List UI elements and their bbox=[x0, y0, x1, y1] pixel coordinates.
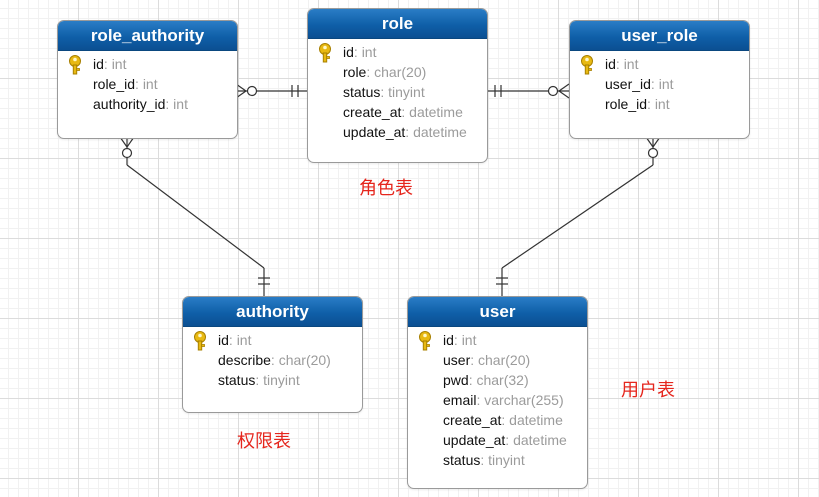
field-name: create_at bbox=[443, 412, 502, 428]
field-type: int bbox=[623, 56, 639, 72]
field-row: id: int bbox=[343, 44, 377, 60]
entity-user[interactable]: user id: int user: char(20) pwd: char(32… bbox=[407, 296, 588, 489]
primary-key-icon bbox=[194, 331, 206, 351]
field-type: datetime bbox=[409, 104, 463, 120]
authority-table-note: 权限表 bbox=[237, 431, 291, 452]
role-table-note: 角色表 bbox=[359, 178, 413, 199]
field-name: describe bbox=[218, 352, 271, 368]
field-row: id: int bbox=[605, 56, 639, 72]
field-type: tinyint bbox=[263, 372, 300, 388]
field-name: authority_id bbox=[93, 96, 166, 112]
field-name: role_id bbox=[605, 96, 648, 112]
field-type: char(20) bbox=[278, 352, 331, 368]
field-name: status bbox=[218, 372, 256, 388]
field-name: id bbox=[605, 56, 616, 72]
primary-key-icon bbox=[69, 55, 81, 75]
field-name: email bbox=[443, 392, 477, 408]
field-row: update_at: datetime bbox=[443, 432, 567, 448]
entity-role[interactable]: role id: int role: char(20) status: tiny… bbox=[307, 8, 488, 163]
field-row: id: int bbox=[93, 56, 127, 72]
primary-key-icon bbox=[319, 43, 331, 63]
field-row: pwd: char(32) bbox=[443, 372, 529, 388]
field-row: user_id: int bbox=[605, 76, 674, 92]
field-name: id bbox=[343, 44, 354, 60]
field-row: authority_id: int bbox=[93, 96, 188, 112]
primary-key-icon bbox=[419, 331, 431, 351]
relation-role-authority-authority bbox=[119, 136, 270, 296]
field-name: user bbox=[443, 352, 471, 368]
field-row: update_at: datetime bbox=[343, 124, 467, 140]
field-row: user: char(20) bbox=[443, 352, 531, 368]
entity-role-authority[interactable]: role_authority id: int role_id: int auth… bbox=[57, 20, 238, 139]
field-row: email: varchar(255) bbox=[443, 392, 564, 408]
user-table-note: 用户表 bbox=[621, 380, 675, 401]
field-name: id bbox=[218, 332, 229, 348]
field-name: status bbox=[443, 452, 481, 468]
field-type: char(32) bbox=[476, 372, 529, 388]
field-name: role bbox=[343, 64, 367, 80]
field-type: tinyint bbox=[388, 84, 425, 100]
field-name: status bbox=[343, 84, 381, 100]
field-type: tinyint bbox=[488, 452, 525, 468]
field-row: create_at: datetime bbox=[443, 412, 563, 428]
primary-key-icon bbox=[581, 55, 593, 75]
field-row: describe: char(20) bbox=[218, 352, 331, 368]
field-type: varchar(255) bbox=[484, 392, 564, 408]
field-name: update_at bbox=[443, 432, 506, 448]
field-type: int bbox=[461, 332, 477, 348]
entity-title: user_role bbox=[570, 21, 749, 51]
field-type: char(20) bbox=[374, 64, 427, 80]
field-type: int bbox=[658, 76, 674, 92]
field-type: int bbox=[111, 56, 127, 72]
entity-user-role[interactable]: user_role id: int user_id: int role_id: … bbox=[569, 20, 750, 139]
field-row: role_id: int bbox=[93, 76, 158, 92]
field-name: create_at bbox=[343, 104, 402, 120]
entity-authority[interactable]: authority id: int describe: char(20) sta… bbox=[182, 296, 363, 413]
field-type: datetime bbox=[509, 412, 563, 428]
field-row: role: char(20) bbox=[343, 64, 427, 80]
field-name: user_id bbox=[605, 76, 651, 92]
entity-title: user bbox=[408, 297, 587, 327]
field-row: status: tinyint bbox=[343, 84, 425, 100]
relation-role-authority-role bbox=[235, 83, 307, 99]
field-name: id bbox=[93, 56, 104, 72]
entity-title: authority bbox=[183, 297, 362, 327]
field-type: int bbox=[236, 332, 252, 348]
entity-title: role_authority bbox=[58, 21, 237, 51]
entity-title: role bbox=[308, 9, 487, 39]
field-row: status: tinyint bbox=[218, 372, 300, 388]
field-type: int bbox=[173, 96, 188, 112]
field-name: pwd bbox=[443, 372, 469, 388]
field-row: id: int bbox=[443, 332, 477, 348]
field-row: id: int bbox=[218, 332, 252, 348]
relation-user-role-user bbox=[496, 136, 661, 296]
field-type: int bbox=[142, 76, 158, 92]
field-type: datetime bbox=[413, 124, 467, 140]
field-name: id bbox=[443, 332, 454, 348]
field-type: int bbox=[361, 44, 377, 60]
relation-user-role-role bbox=[486, 83, 570, 99]
field-row: role_id: int bbox=[605, 96, 670, 112]
field-type: char(20) bbox=[478, 352, 531, 368]
field-type: int bbox=[654, 96, 670, 112]
field-name: role_id bbox=[93, 76, 136, 92]
field-type: datetime bbox=[513, 432, 567, 448]
field-row: status: tinyint bbox=[443, 452, 525, 468]
field-name: update_at bbox=[343, 124, 406, 140]
field-row: create_at: datetime bbox=[343, 104, 463, 120]
